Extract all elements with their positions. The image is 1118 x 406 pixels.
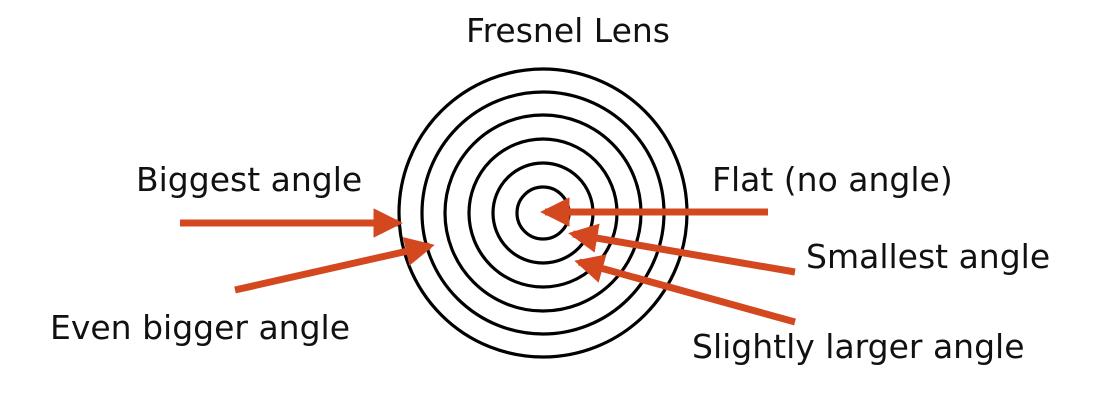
callout-arrows (180, 197, 796, 326)
label-slightly-larger-angle: Slightly larger angle (692, 327, 1025, 366)
diagram-title: Fresnel Lens (466, 11, 670, 50)
arrow-even-bigger-angle (234, 237, 435, 294)
label-smallest-angle: Smallest angle (806, 237, 1050, 276)
label-biggest-angle: Biggest angle (136, 160, 362, 199)
label-flat: Flat (no angle) (712, 160, 953, 199)
arrow-smallest-angle (568, 223, 796, 276)
label-even-bigger-angle: Even bigger angle (50, 308, 350, 347)
arrow-slightly-larger-angle (574, 254, 796, 326)
